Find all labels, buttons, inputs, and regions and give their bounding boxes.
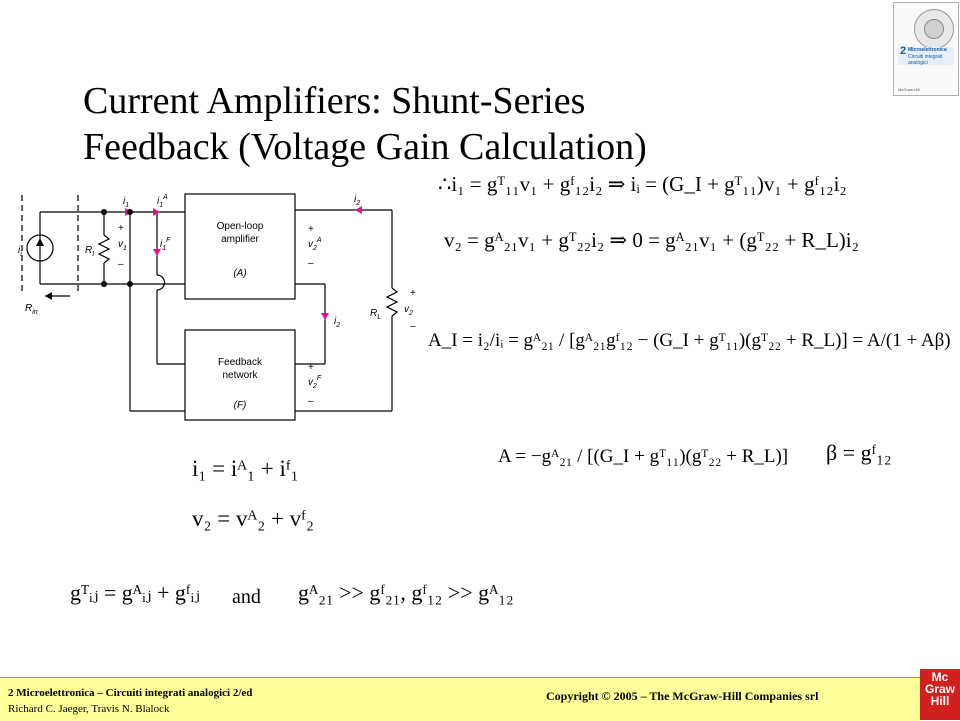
label-v2A: v: [308, 239, 314, 250]
equation-Ai: A_I = i₂/iᵢ = gᴬ₂₁ / [gᴬ₂₁gᶠ₁₂ − (G_I + …: [428, 330, 951, 351]
label-v2: v: [404, 304, 410, 315]
label-i2-mid-sub: 2: [335, 322, 340, 329]
label-v1-plus: +: [118, 223, 124, 234]
svg-text:RL: RL: [370, 308, 381, 321]
cover-publisher: McGraw-Hill: [898, 87, 920, 92]
label-i1F-sup: F: [166, 237, 171, 244]
fb-label-line1: Feedback: [218, 357, 263, 368]
label-ii-sub: i: [20, 251, 22, 258]
slide-title-line2: Feedback (Voltage Gain Calculation): [83, 126, 647, 168]
label-i1: i: [123, 196, 126, 207]
svg-text:ii: ii: [18, 245, 22, 258]
label-v2F-sup: F: [317, 375, 322, 382]
footer-bar: [0, 677, 920, 721]
cover-subtitle: Circuiti integrati analogici: [908, 54, 943, 66]
svg-text:v1: v1: [118, 239, 127, 252]
label-v2A-sub: 2: [312, 245, 317, 252]
amp-label-line2: amplifier: [221, 234, 259, 245]
label-v2F-plus: +: [308, 362, 314, 373]
label-i1A-sup: A: [162, 194, 168, 201]
label-i1-sub: 1: [125, 202, 129, 209]
footer-authors: Richard C. Jaeger, Travis N. Blalock: [8, 703, 170, 715]
label-RL: R: [370, 308, 377, 319]
footer-book-title: 2 Microelettronica – Circuiti integrati …: [8, 687, 253, 699]
slide-title-line1: Current Amplifiers: Shunt-Series: [83, 80, 586, 122]
svg-text:Rin: Rin: [25, 303, 38, 316]
label-v2A-minus: –: [308, 258, 314, 269]
and-word: and: [232, 586, 261, 608]
label-i2-mid: i: [334, 316, 337, 327]
amp-label-line1: Open-loop: [217, 221, 264, 232]
mcgraw-hill-logo: Mc Graw Hill: [920, 669, 960, 720]
cover-band: [898, 47, 954, 65]
label-v1-minus: –: [118, 259, 124, 270]
svg-text:v2: v2: [404, 304, 413, 317]
svg-text:i1A: i1A: [157, 194, 168, 209]
label-v2A-sup: A: [316, 237, 322, 244]
label-v2-minus: –: [410, 321, 416, 332]
svg-text:i1F: i1F: [160, 237, 171, 252]
label-i2-top-sub: 2: [355, 200, 360, 207]
label-Rin: R: [25, 303, 32, 314]
cover-art: [914, 9, 954, 49]
label-v2F-minus: –: [308, 396, 314, 407]
label-i1A-sub: 1: [159, 202, 163, 209]
fb-tag: (F): [234, 400, 247, 411]
label-i1F: i: [160, 239, 163, 250]
logo-line2: Graw: [924, 682, 955, 696]
cover-title: Microelettronica: [908, 47, 947, 53]
equation-condition: gᴬ₂₁ >> gᶠ₂₁, gᶠ₁₂ >> gᴬ₁₂: [298, 580, 514, 605]
label-v1: v: [118, 239, 124, 250]
label-i1A: i: [157, 196, 160, 207]
equation-v-sum: v₂ = vᴬ₂ + vᶠ₂: [192, 506, 314, 531]
equation-v2: v₂ = gᴬ₂₁v₁ + gᵀ₂₂i₂ ⇒ 0 = gᴬ₂₁v₁ + (gᵀ₂…: [444, 228, 859, 252]
label-RL-sub: L: [377, 314, 381, 321]
slide-title: Current Amplifiers: Shunt-Series Feedbac…: [83, 78, 783, 170]
svg-text:v2A: v2A: [308, 237, 322, 252]
label-v2F: v: [308, 377, 314, 388]
footer-copyright: Copyright © 2005 – The McGraw-Hill Compa…: [546, 689, 819, 703]
svg-text:RI: RI: [85, 245, 94, 258]
label-v2-sub: 2: [408, 310, 413, 317]
label-RI-sub: I: [92, 251, 94, 258]
equation-gT: gᵀᵢⱼ = gᴬᵢⱼ + gᶠᵢⱼ: [70, 580, 200, 605]
svg-text:i2: i2: [354, 194, 360, 207]
label-i2-top: i: [354, 194, 357, 205]
label-v2F-sub: 2: [312, 383, 317, 390]
label-RI: R: [85, 245, 92, 256]
cover-number: 2: [900, 45, 907, 57]
svg-text:i1: i1: [123, 196, 129, 209]
equation-A: A = −gᴬ₂₁ / [(G_I + gᵀ₁₁)(gᵀ₂₂ + R_L)]: [498, 446, 789, 467]
amp-tag: (A): [233, 268, 246, 279]
fb-label-line2: network: [222, 370, 258, 381]
equation-i-sum: i₁ = iᴬ₁ + iᶠ₁: [192, 456, 299, 481]
cover-art-inner: [924, 19, 944, 39]
label-v2A-plus: +: [308, 224, 314, 235]
label-Rin-sub: in: [32, 309, 38, 316]
svg-text:i2: i2: [334, 316, 340, 329]
label-v2-plus: +: [410, 288, 416, 299]
equation-i1: ∴i₁ = gᵀ₁₁v₁ + gᶠ₁₂i₂ ⇒ iᵢ = (G_I + gᵀ₁₁…: [438, 172, 847, 196]
logo-line3: Hill: [930, 694, 950, 708]
logo-line1: Mc: [931, 670, 949, 684]
circuit-diagram: ii RI i1 i1A + v1 – i1F Rin Open-loop am…: [18, 193, 416, 421]
equation-beta: β = gᶠ₁₂: [826, 440, 892, 465]
label-v1-sub: 1: [123, 245, 127, 252]
book-cover-thumbnail: 2 Microelettronica Circuiti integrati an…: [893, 2, 959, 96]
svg-text:v2F: v2F: [308, 375, 322, 390]
label-i1F-sub: 1: [162, 245, 166, 252]
label-ii: i: [18, 245, 21, 256]
